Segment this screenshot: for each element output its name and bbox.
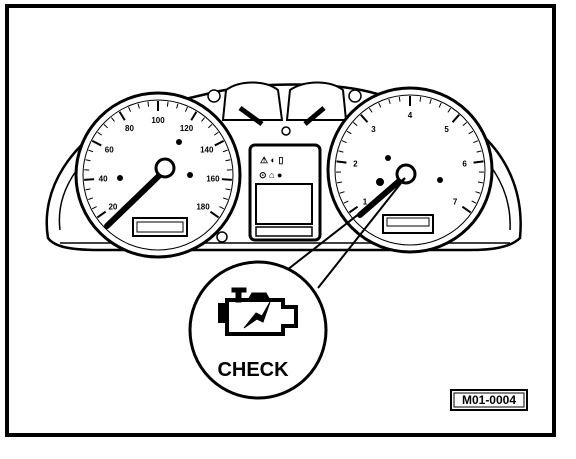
tachometer-lamp-icon <box>385 155 391 161</box>
speedometer: 20 40 60 80 100 120 140 160 180 <box>76 93 240 257</box>
tick-label: 5 <box>444 125 449 134</box>
speedometer-lamp-icon <box>187 172 193 178</box>
check-label: CHECK <box>217 359 289 381</box>
trip-reset-button <box>217 232 227 242</box>
tick-label: 20 <box>108 203 117 212</box>
minor-tick <box>167 102 168 107</box>
center-display: ⚠ ◐ ▯ ⊙ ⌂ ● <box>250 145 320 240</box>
check-lamp-spot <box>376 178 384 186</box>
tachometer-hub <box>397 165 415 183</box>
check-engine-callout: CHECK <box>190 262 326 398</box>
tick-label: 120 <box>180 124 194 133</box>
tick-label: 140 <box>200 146 214 155</box>
tick-label: 7 <box>453 198 458 207</box>
reference-code-box: M01-0004 <box>451 390 527 410</box>
tick-label: 4 <box>408 111 413 120</box>
warning-lamp-icon: ⚠ ◐ ▯ <box>260 155 284 165</box>
tick-label: 80 <box>125 124 134 133</box>
speedometer-hub <box>156 159 174 177</box>
turn-signal-right-icon <box>349 90 361 102</box>
major-tick <box>222 179 232 180</box>
reference-code: M01-0004 <box>462 393 516 407</box>
tachometer-lamp-icon <box>437 177 443 183</box>
speedometer-lamp-icon <box>117 175 123 181</box>
speedometer-lamp-icon <box>176 139 182 145</box>
indicator-lamp <box>282 127 290 135</box>
tick-label: 100 <box>151 116 165 125</box>
tick-label: 40 <box>99 175 108 184</box>
tick-label: 160 <box>206 175 220 184</box>
major-tick <box>84 179 94 180</box>
tick-label: 60 <box>105 146 114 155</box>
info-screen <box>256 184 312 224</box>
warning-lamp-icon: ⊙ ⌂ ● <box>259 170 282 180</box>
tick-label: 3 <box>371 125 376 134</box>
major-tick <box>337 161 347 162</box>
major-tick <box>474 161 484 162</box>
tick-label: 2 <box>353 160 358 169</box>
odometer-display <box>133 218 187 236</box>
minor-tick <box>148 102 149 107</box>
turn-signal-left-icon <box>208 90 220 102</box>
info-screen-footer <box>256 227 312 236</box>
tick-label: 180 <box>196 203 210 212</box>
tick-label: 6 <box>462 160 467 169</box>
